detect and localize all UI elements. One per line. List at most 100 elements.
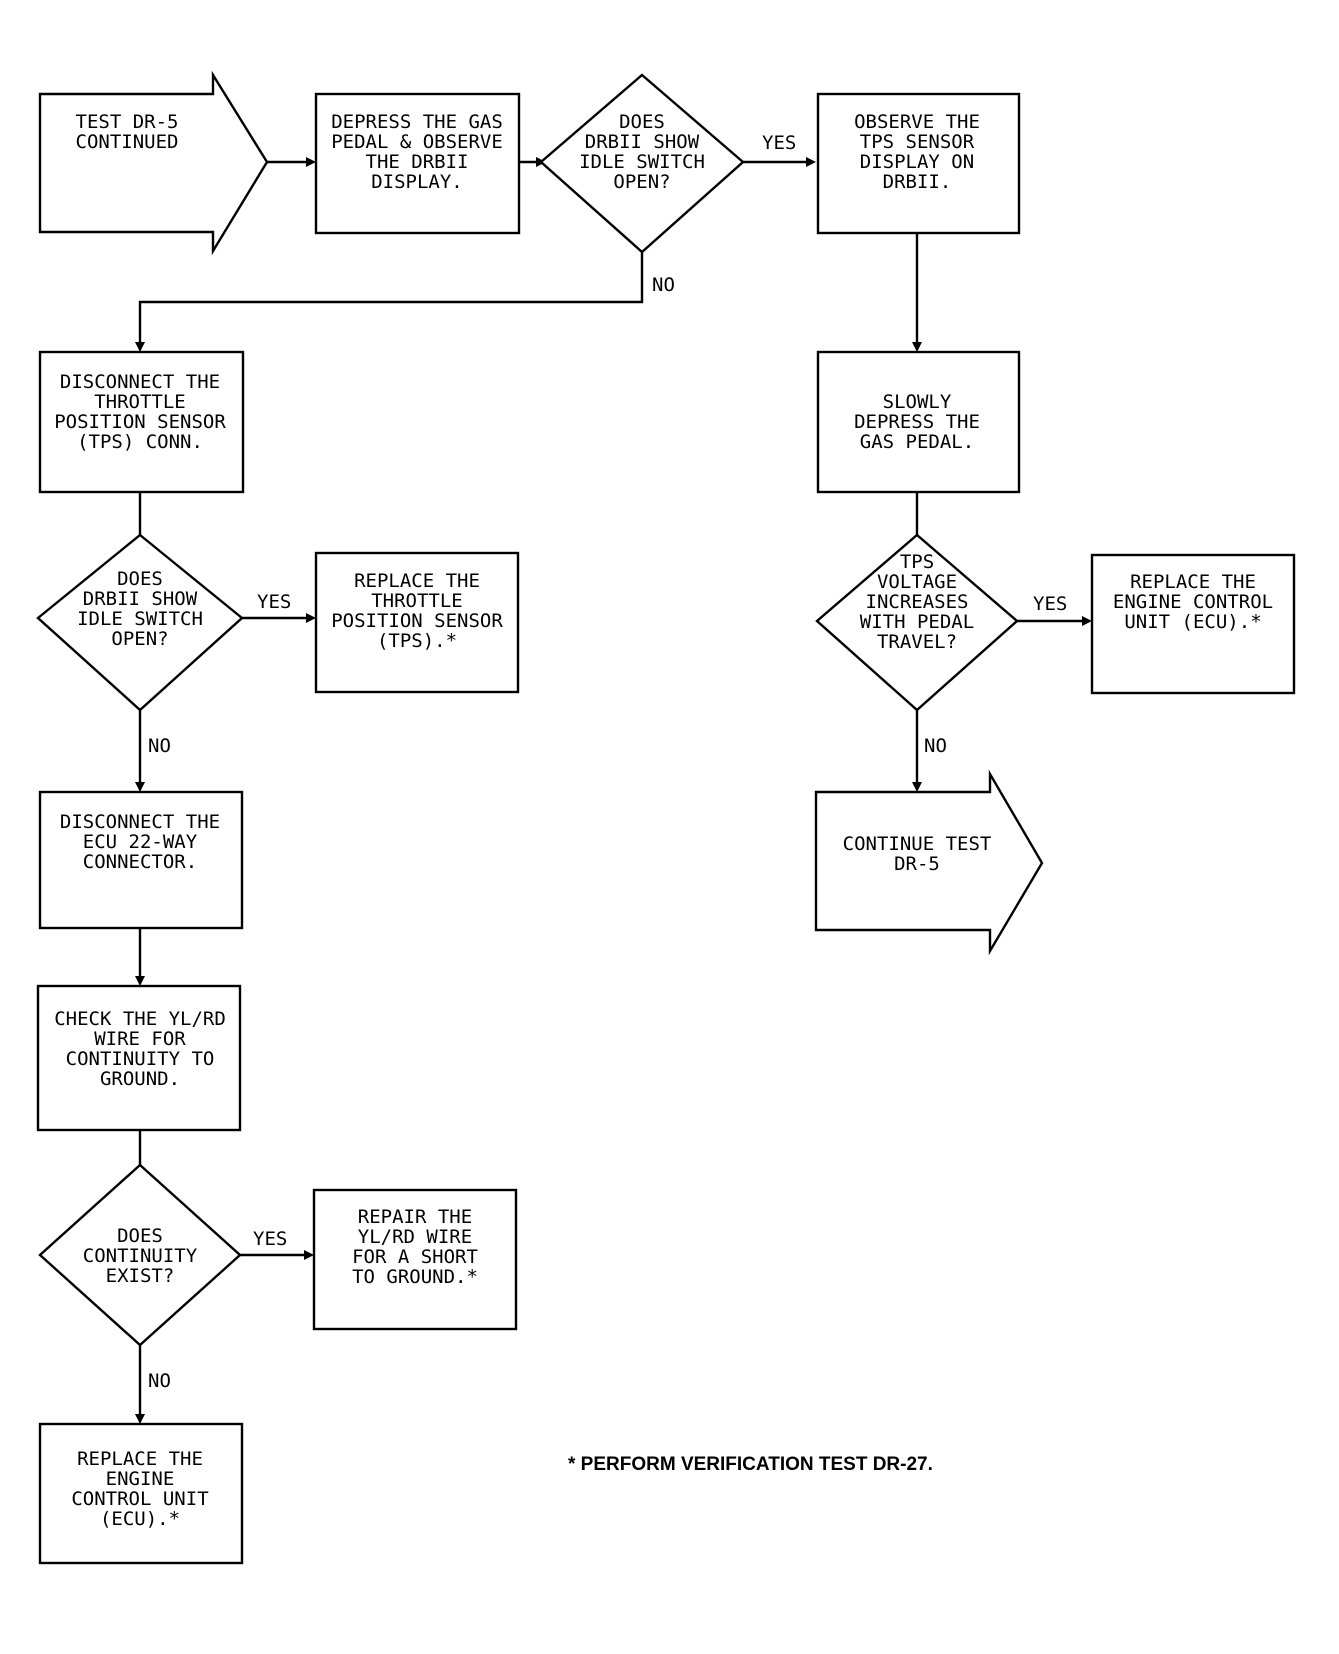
check-wire-box	[36, 984, 242, 1132]
node-text-line: CONNECTOR.	[83, 851, 197, 873]
arrowhead	[912, 782, 922, 792]
disconnect-tps-box	[38, 350, 245, 494]
repair-wire-box	[312, 1188, 518, 1331]
edge-decision1-no	[138, 252, 644, 345]
node-text-line: REPAIR THE	[358, 1206, 472, 1228]
yes-label-tps-decision: YES	[1033, 593, 1067, 615]
node-text-line: CONTINUE TEST	[843, 833, 992, 855]
arrowhead	[304, 1250, 314, 1260]
node-text-line: DISCONNECT THE	[60, 811, 220, 833]
node-text-line: REPLACE THE	[1130, 571, 1256, 593]
node-text-line: THROTTLE	[94, 391, 186, 413]
node-text-line: OPEN?	[111, 628, 168, 650]
node-text-line: ENGINE CONTROL	[1113, 591, 1273, 613]
node-text-line: IDLE SWITCH	[579, 151, 705, 173]
footnote: * PERFORM VERIFICATION TEST DR-27.	[568, 1454, 933, 1475]
arrowhead	[912, 342, 922, 352]
arrowhead	[1082, 616, 1092, 626]
decision-idle-switch-1-diamond	[539, 73, 745, 254]
node-text-line: OPEN?	[613, 171, 670, 193]
node-text-line: (TPS) CONN.	[77, 431, 203, 453]
no-label-tps-decision: NO	[924, 735, 947, 757]
node-text-line: SLOWLY	[883, 391, 952, 413]
node-text-line: POSITION SENSOR	[54, 411, 226, 433]
node-text-line: ENGINE	[106, 1468, 175, 1490]
node-text-line: INCREASES	[866, 591, 969, 613]
arrowhead	[135, 782, 145, 792]
connector-lines	[138, 160, 1086, 1418]
node-text-line: TEST DR-5	[76, 111, 179, 133]
yes-label-decision1: YES	[762, 132, 796, 154]
node-text-line: DOES	[619, 111, 665, 133]
node-text-line: GAS PEDAL.	[860, 431, 974, 453]
arrowheads	[135, 157, 1092, 1424]
arrowhead	[806, 157, 816, 167]
node-text-line: CONTINUED	[76, 131, 179, 153]
replace-tps-box	[314, 551, 520, 694]
node-text-line: TPS	[900, 551, 934, 573]
decision-tps-voltage-diamond	[815, 533, 1019, 712]
node-text-line: TO GROUND.*	[352, 1266, 478, 1288]
node-text-line: EXIST?	[106, 1265, 175, 1287]
node-text-line: THROTTLE	[371, 590, 463, 612]
node-text-line: VOLTAGE	[877, 571, 957, 593]
node-text-line: DRBII SHOW	[83, 588, 198, 610]
arrowhead	[135, 976, 145, 986]
node-text-line: CONTINUITY TO	[66, 1048, 215, 1070]
node-text-line: DRBII.	[883, 171, 952, 193]
arrowhead	[306, 157, 316, 167]
node-text-line: CONTROL UNIT	[71, 1488, 208, 1510]
node-text-line: IDLE SWITCH	[77, 608, 203, 630]
yes-label-decision3: YES	[253, 1228, 287, 1250]
node-text-line: UNIT (ECU).*	[1124, 611, 1261, 633]
node-text-line: CONTINUITY	[83, 1245, 198, 1267]
node-text-line: WIRE FOR	[94, 1028, 186, 1050]
node-text-line: DISCONNECT THE	[60, 371, 220, 393]
node-text-line: THE DRBII	[366, 151, 469, 173]
node-text-line: ECU 22-WAY	[83, 831, 198, 853]
node-text-line: TRAVEL?	[877, 631, 957, 653]
node-text-line: (TPS).*	[377, 630, 457, 652]
decision-continuity-diamond	[38, 1163, 242, 1347]
arrowhead	[135, 1414, 145, 1424]
disconnect-ecu-box	[38, 790, 244, 930]
slowly-depress-box	[816, 350, 1021, 494]
node-text-line: PEDAL & OBSERVE	[331, 131, 503, 153]
continue-test-arrow-shape	[814, 769, 1044, 956]
node-text-line: POSITION SENSOR	[331, 610, 503, 632]
start-arrow-shape	[38, 70, 269, 256]
node-text-line: REPLACE THE	[354, 570, 480, 592]
node-text-line: DOES	[117, 1225, 163, 1247]
arrowhead	[135, 342, 145, 352]
node-text-line: FOR A SHORT	[352, 1246, 478, 1268]
replace-ecu-2-box	[38, 1422, 244, 1565]
yes-label-decision2: YES	[257, 591, 291, 613]
node-text-line: DOES	[117, 568, 163, 590]
decision-idle-switch-2-diamond	[36, 533, 244, 712]
node-text-line: DR-5	[894, 853, 940, 875]
node-text-line: DEPRESS THE GAS	[331, 111, 503, 133]
node-text-line: CHECK THE YL/RD	[54, 1008, 226, 1030]
observe-tps-box	[816, 92, 1021, 235]
node-text-line: TPS SENSOR	[860, 131, 975, 153]
node-text-line: DEPRESS THE	[854, 411, 980, 433]
no-label-decision3: NO	[148, 1370, 171, 1392]
replace-ecu-1-box	[1090, 553, 1296, 695]
